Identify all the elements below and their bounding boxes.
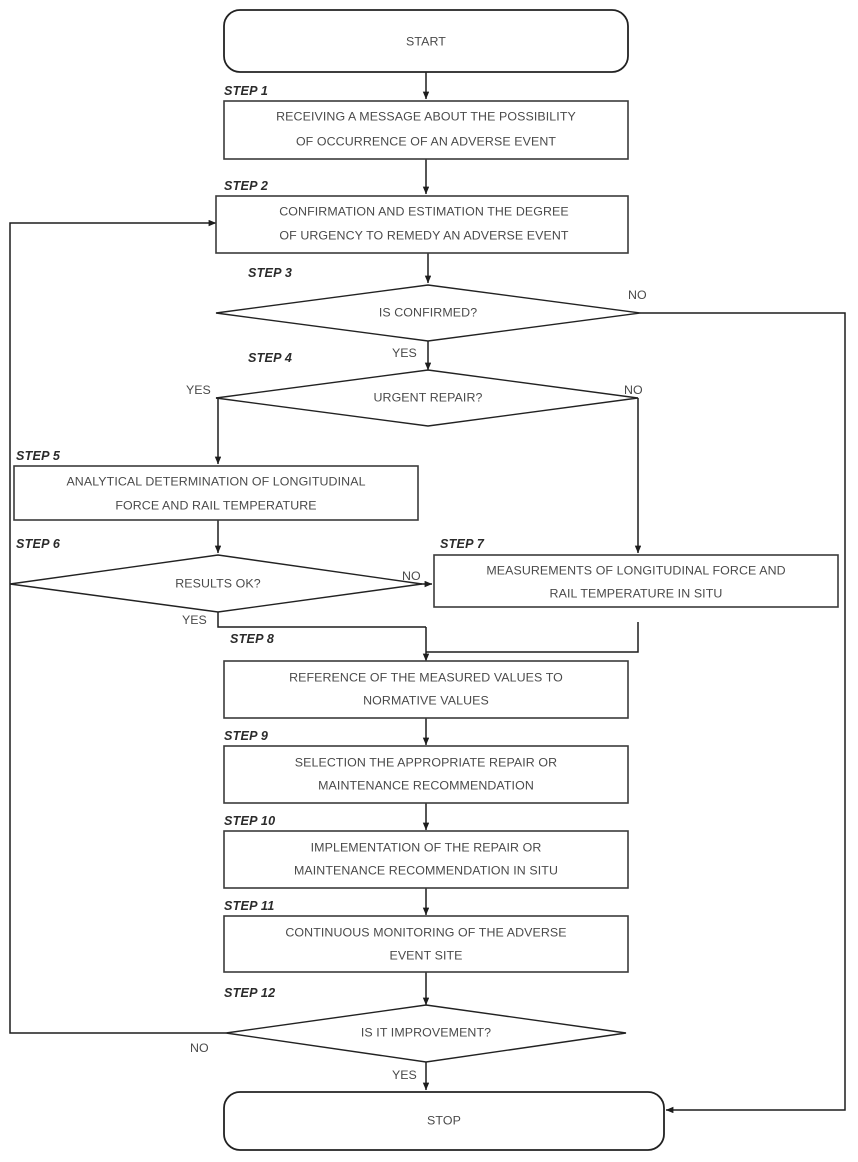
- step5-box-shape: [13, 465, 419, 521]
- step-label-10: STEP 10: [224, 814, 275, 828]
- start-terminator-shape: [223, 9, 629, 73]
- node-step3[interactable]: IS CONFIRMED?: [215, 284, 641, 342]
- step-label-11: STEP 11: [224, 899, 274, 913]
- step-label-3: STEP 3: [248, 266, 292, 280]
- node-step4[interactable]: URGENT REPAIR?: [215, 369, 639, 427]
- stop-terminator-shape: [223, 1091, 665, 1151]
- step11-line2: EVENT SITE: [389, 948, 462, 962]
- edge-step3-no-to-stop: [640, 312, 846, 1114]
- step3-decision-shape: [215, 284, 641, 342]
- step-label-5: STEP 5: [16, 449, 61, 463]
- step7-box-shape: [433, 554, 839, 608]
- edge-label-step12-no: NO: [190, 1041, 209, 1055]
- step1-line2: OF OCCURRENCE OF AN ADVERSE EVENT: [296, 134, 556, 148]
- edge-label-step12-yes: YES: [392, 1068, 417, 1082]
- node-start[interactable]: START: [223, 9, 629, 73]
- edge-step12-no-to-step2: [9, 219, 226, 1034]
- edge-label-step4-yes: YES: [186, 383, 211, 397]
- edge-step6-yes-to-step8: [217, 612, 426, 628]
- step8-line2: NORMATIVE VALUES: [363, 693, 489, 707]
- node-step8[interactable]: REFERENCE OF THE MEASURED VALUES TO NORM…: [223, 660, 629, 719]
- node-step10[interactable]: IMPLEMENTATION OF THE REPAIR OR MAINTENA…: [223, 830, 629, 889]
- step6-decision-shape: [9, 554, 423, 613]
- node-step6[interactable]: RESULTS OK?: [9, 554, 423, 613]
- step-label-4: STEP 4: [248, 351, 292, 365]
- step-label-2: STEP 2: [224, 179, 268, 193]
- step10-line2: MAINTENANCE RECOMMENDATION IN SITU: [294, 863, 558, 877]
- step9-box-shape: [223, 745, 629, 804]
- step2-line2: OF URGENCY TO REMEDY AN ADVERSE EVENT: [279, 228, 569, 242]
- step5-line2: FORCE AND RAIL TEMPERATURE: [115, 498, 316, 512]
- step-label-6: STEP 6: [16, 537, 61, 551]
- step4-decision-shape: [215, 369, 639, 427]
- step11-box-shape: [223, 915, 629, 973]
- node-step9[interactable]: SELECTION THE APPROPRIATE REPAIR OR MAIN…: [223, 745, 629, 804]
- step12-decision-shape: [225, 1004, 627, 1063]
- step-label-9: STEP 9: [224, 729, 268, 743]
- step6-label: RESULTS OK?: [175, 576, 261, 590]
- step5-line1: ANALYTICAL DETERMINATION OF LONGITUDINAL: [66, 474, 365, 488]
- step2-line1: CONFIRMATION AND ESTIMATION THE DEGREE: [279, 204, 569, 218]
- edge-label-step6-yes: YES: [182, 613, 207, 627]
- step11-line1: CONTINUOUS MONITORING OF THE ADVERSE: [285, 925, 566, 939]
- step1-box-shape: [223, 100, 629, 160]
- start-label: START: [406, 34, 446, 48]
- node-step1[interactable]: RECEIVING A MESSAGE ABOUT THE POSSIBILIT…: [223, 100, 629, 160]
- step4-label: URGENT REPAIR?: [373, 390, 482, 404]
- node-step7[interactable]: MEASUREMENTS OF LONGITUDINAL FORCE AND R…: [433, 554, 839, 608]
- node-step2[interactable]: CONFIRMATION AND ESTIMATION THE DEGREE O…: [215, 195, 629, 254]
- step7-line1: MEASUREMENTS OF LONGITUDINAL FORCE AND: [486, 563, 785, 577]
- step-label-12: STEP 12: [224, 986, 275, 1000]
- edge-step4-yes-to-step5: [214, 397, 222, 465]
- edge-step7-down: [426, 622, 639, 653]
- node-step11[interactable]: CONTINUOUS MONITORING OF THE ADVERSE EVE…: [223, 915, 629, 973]
- node-step12[interactable]: IS IT IMPROVEMENT?: [225, 1004, 627, 1063]
- node-stop[interactable]: STOP: [223, 1091, 665, 1151]
- edge-label-step6-no: NO: [402, 569, 421, 583]
- stop-label: STOP: [427, 1113, 461, 1127]
- step1-line1: RECEIVING A MESSAGE ABOUT THE POSSIBILIT…: [276, 109, 576, 123]
- step9-line2: MAINTENANCE RECOMMENDATION: [318, 778, 534, 792]
- step12-label: IS IT IMPROVEMENT?: [361, 1025, 491, 1039]
- edge-label-step4-no: NO: [624, 383, 643, 397]
- step10-box-shape: [223, 830, 629, 889]
- step-label-1: STEP 1: [224, 84, 268, 98]
- node-step5[interactable]: ANALYTICAL DETERMINATION OF LONGITUDINAL…: [13, 465, 419, 521]
- step8-line1: REFERENCE OF THE MEASURED VALUES TO: [289, 670, 563, 684]
- step2-box-shape: [215, 195, 629, 254]
- edge-label-step3-no: NO: [628, 288, 647, 302]
- step8-box-shape: [223, 660, 629, 719]
- step3-label: IS CONFIRMED?: [379, 305, 477, 319]
- step10-line1: IMPLEMENTATION OF THE REPAIR OR: [311, 840, 542, 854]
- step7-line2: RAIL TEMPERATURE IN SITU: [550, 586, 723, 600]
- step-label-7: STEP 7: [440, 537, 485, 551]
- edge-label-step3-yes: YES: [392, 346, 417, 360]
- step9-line1: SELECTION THE APPROPRIATE REPAIR OR: [295, 755, 557, 769]
- step-label-8: STEP 8: [230, 632, 274, 646]
